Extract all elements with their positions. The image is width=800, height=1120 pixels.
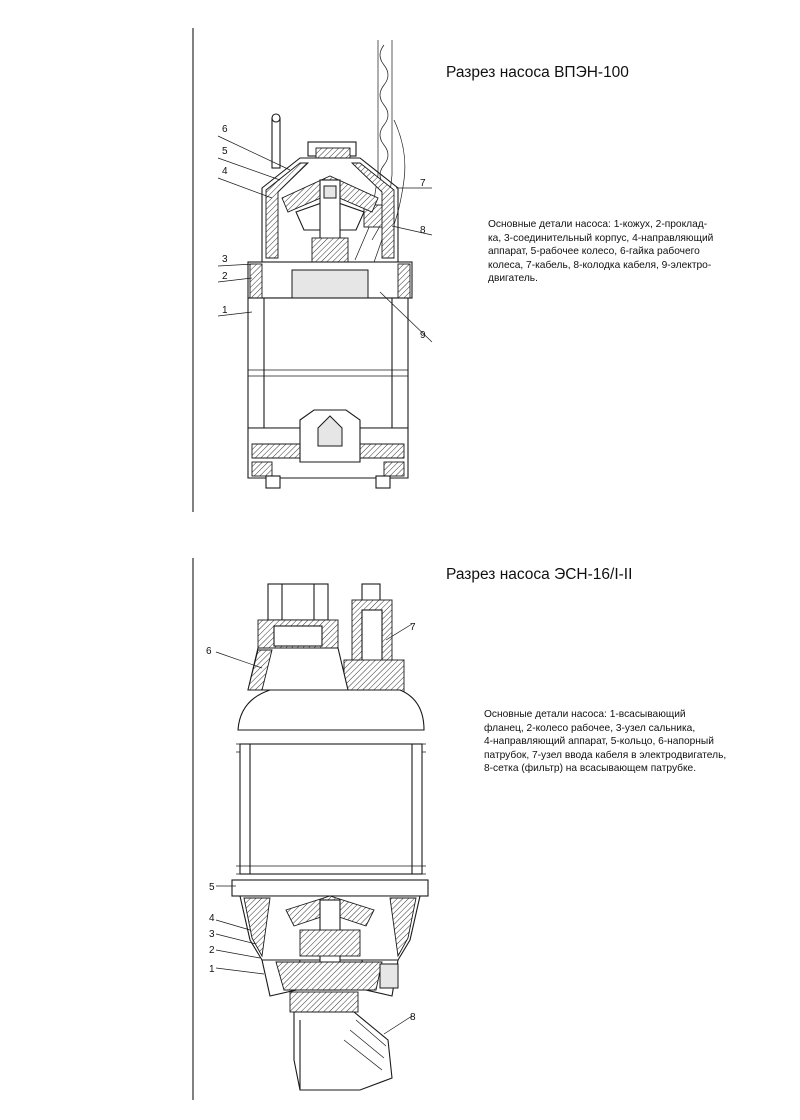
pump1-body — [247, 40, 413, 489]
pump2-callout-1: 1 — [209, 964, 215, 975]
pump1-callout-8: 8 — [420, 225, 426, 236]
pump1-callout-5: 5 — [222, 146, 228, 157]
pump1-callouts: 6 5 4 3 2 1 7 8 9 — [222, 124, 426, 341]
pump1-callout-1: 1 — [222, 305, 228, 316]
pump2-callout-3: 3 — [209, 929, 215, 940]
pump1-callout-6: 6 — [222, 124, 228, 135]
pump2-callout-2: 2 — [209, 945, 215, 956]
pump1-callout-3: 3 — [222, 254, 228, 265]
pump1-callout-4: 4 — [222, 166, 228, 177]
pump2-callout-4: 4 — [209, 913, 215, 924]
pump1-title: Разрез насоса ВПЭН-100 — [446, 64, 629, 81]
pump1-callout-7: 7 — [420, 178, 426, 189]
pump2-description: Основные детали насоса: 1-всасывающий фл… — [484, 709, 727, 775]
pump2-callout-8: 8 — [410, 1012, 416, 1023]
pump1-leaders — [217, 135, 433, 343]
pump2-callout-5: 5 — [209, 882, 215, 893]
pump1-callout-9: 9 — [420, 330, 426, 341]
pump2-leaders — [215, 623, 413, 1035]
pump2-callout-6: 6 — [206, 646, 212, 657]
pump2-body — [231, 583, 429, 1091]
pump1-callout-2: 2 — [222, 271, 228, 282]
pump2-callout-7: 7 — [410, 622, 416, 633]
pump2-title: Разрез насоса ЭСН-16/I-II — [446, 566, 633, 583]
pump1-description: Основные детали насоса: 1-кожух, 2-прокл… — [488, 219, 714, 285]
pump2-callouts: 6 7 5 4 3 2 1 8 — [206, 622, 416, 1023]
